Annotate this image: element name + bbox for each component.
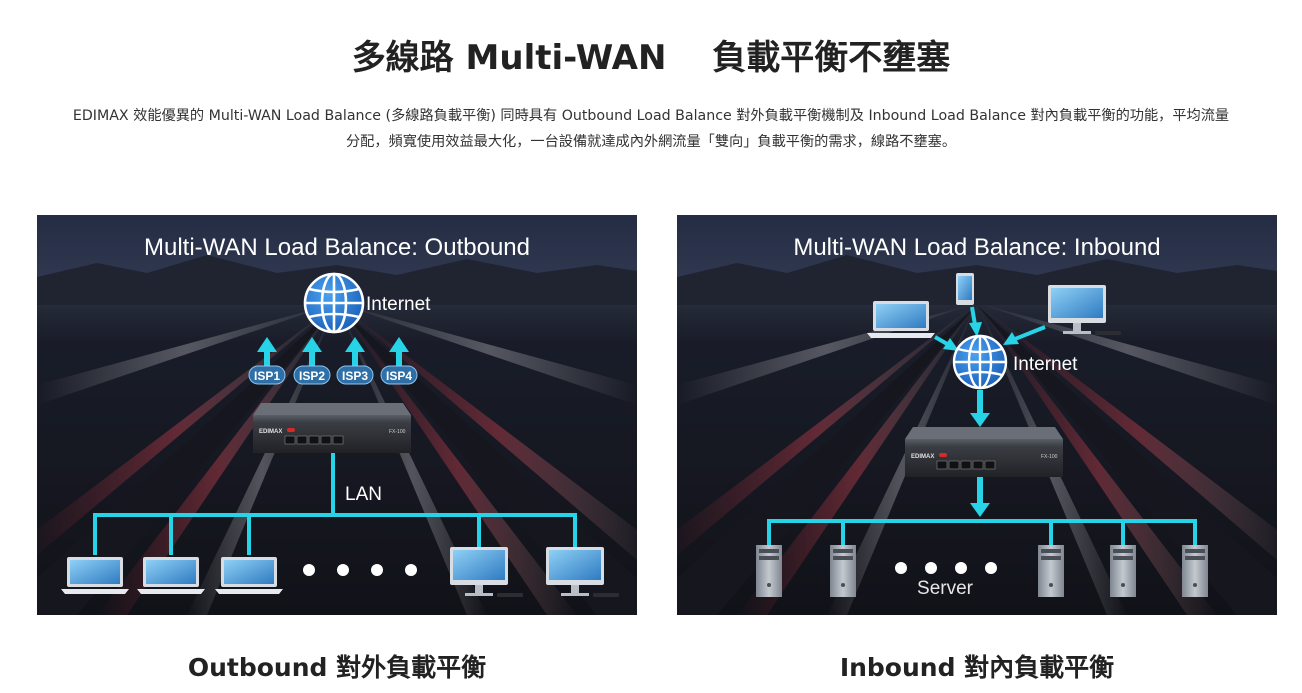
desktop-monitor-icon <box>546 547 619 597</box>
inbound-title: Multi-WAN Load Balance: Inbound <box>793 234 1160 261</box>
server-tower-icon <box>1110 545 1136 597</box>
isp3-label: ISP3 <box>342 369 368 383</box>
intro-line-2: 分配，頻寬使用效益最大化，一台設備就達成內外網流量「雙向」負載平衡的需求，線路不… <box>345 134 957 150</box>
desktop-monitor-icon <box>450 547 523 597</box>
server-network-lines <box>767 519 1197 545</box>
isp1-label: ISP1 <box>254 369 280 383</box>
inbound-caption: Inbound 對內負載平衡 <box>839 653 1115 682</box>
outbound-diagram: Multi-WAN Load Balance: Outbound Interne… <box>37 215 637 615</box>
globe-to-device-arrow <box>970 390 990 427</box>
device-brand-label: EDIMAX <box>259 429 282 435</box>
ellipsis-dots <box>895 562 997 574</box>
laptop-icon <box>215 557 283 594</box>
device-model-label: FX-100 <box>1041 454 1058 460</box>
internet-label: Internet <box>1013 354 1078 375</box>
inbound-arrows <box>934 306 1046 351</box>
device-model-label: FX-100 <box>389 429 406 435</box>
outbound-caption: Outbound 對外負載平衡 <box>187 653 487 682</box>
intro-paragraph: EDIMAX 效能優異的 Multi-WAN Load Balance (多線路… <box>20 103 1282 155</box>
laptop-icon <box>867 301 935 338</box>
mountain-silhouette <box>677 255 1277 305</box>
laptop-icon <box>137 557 205 594</box>
intro-line-1: EDIMAX 效能優異的 Multi-WAN Load Balance (多線路… <box>72 108 1230 124</box>
server-tower-icon <box>830 545 856 597</box>
load-balancer-device: EDIMAX FX-100 <box>253 403 411 453</box>
isp2-label: ISP2 <box>299 369 325 383</box>
server-tower-icon <box>1038 545 1064 597</box>
laptop-icon <box>61 557 129 594</box>
lan-network-lines <box>93 453 577 555</box>
lan-label: LAN <box>345 484 382 505</box>
server-label: Server <box>917 578 974 599</box>
page-title: 多線路 Multi-WAN 負載平衡不壅塞 <box>351 38 951 78</box>
server-tower-icon <box>1182 545 1208 597</box>
device-to-servers-arrow <box>970 477 990 517</box>
ellipsis-dots <box>303 564 417 576</box>
load-balancer-device: EDIMAX FX-100 <box>905 427 1063 477</box>
internet-globe-icon <box>952 334 1008 390</box>
internet-label: Internet <box>366 294 431 315</box>
outbound-title: Multi-WAN Load Balance: Outbound <box>144 234 530 261</box>
inbound-diagram: Multi-WAN Load Balance: Inbound <box>677 215 1277 615</box>
server-tower-icon <box>756 545 782 597</box>
desktop-monitor-icon <box>1048 285 1121 335</box>
internet-globe-icon <box>303 272 365 334</box>
isp-badges: ISP1 ISP2 ISP3 ISP4 <box>248 365 418 385</box>
isp4-label: ISP4 <box>386 369 412 383</box>
device-brand-label: EDIMAX <box>911 454 934 460</box>
smartphone-icon <box>956 273 974 305</box>
isp-arrows <box>257 337 409 372</box>
